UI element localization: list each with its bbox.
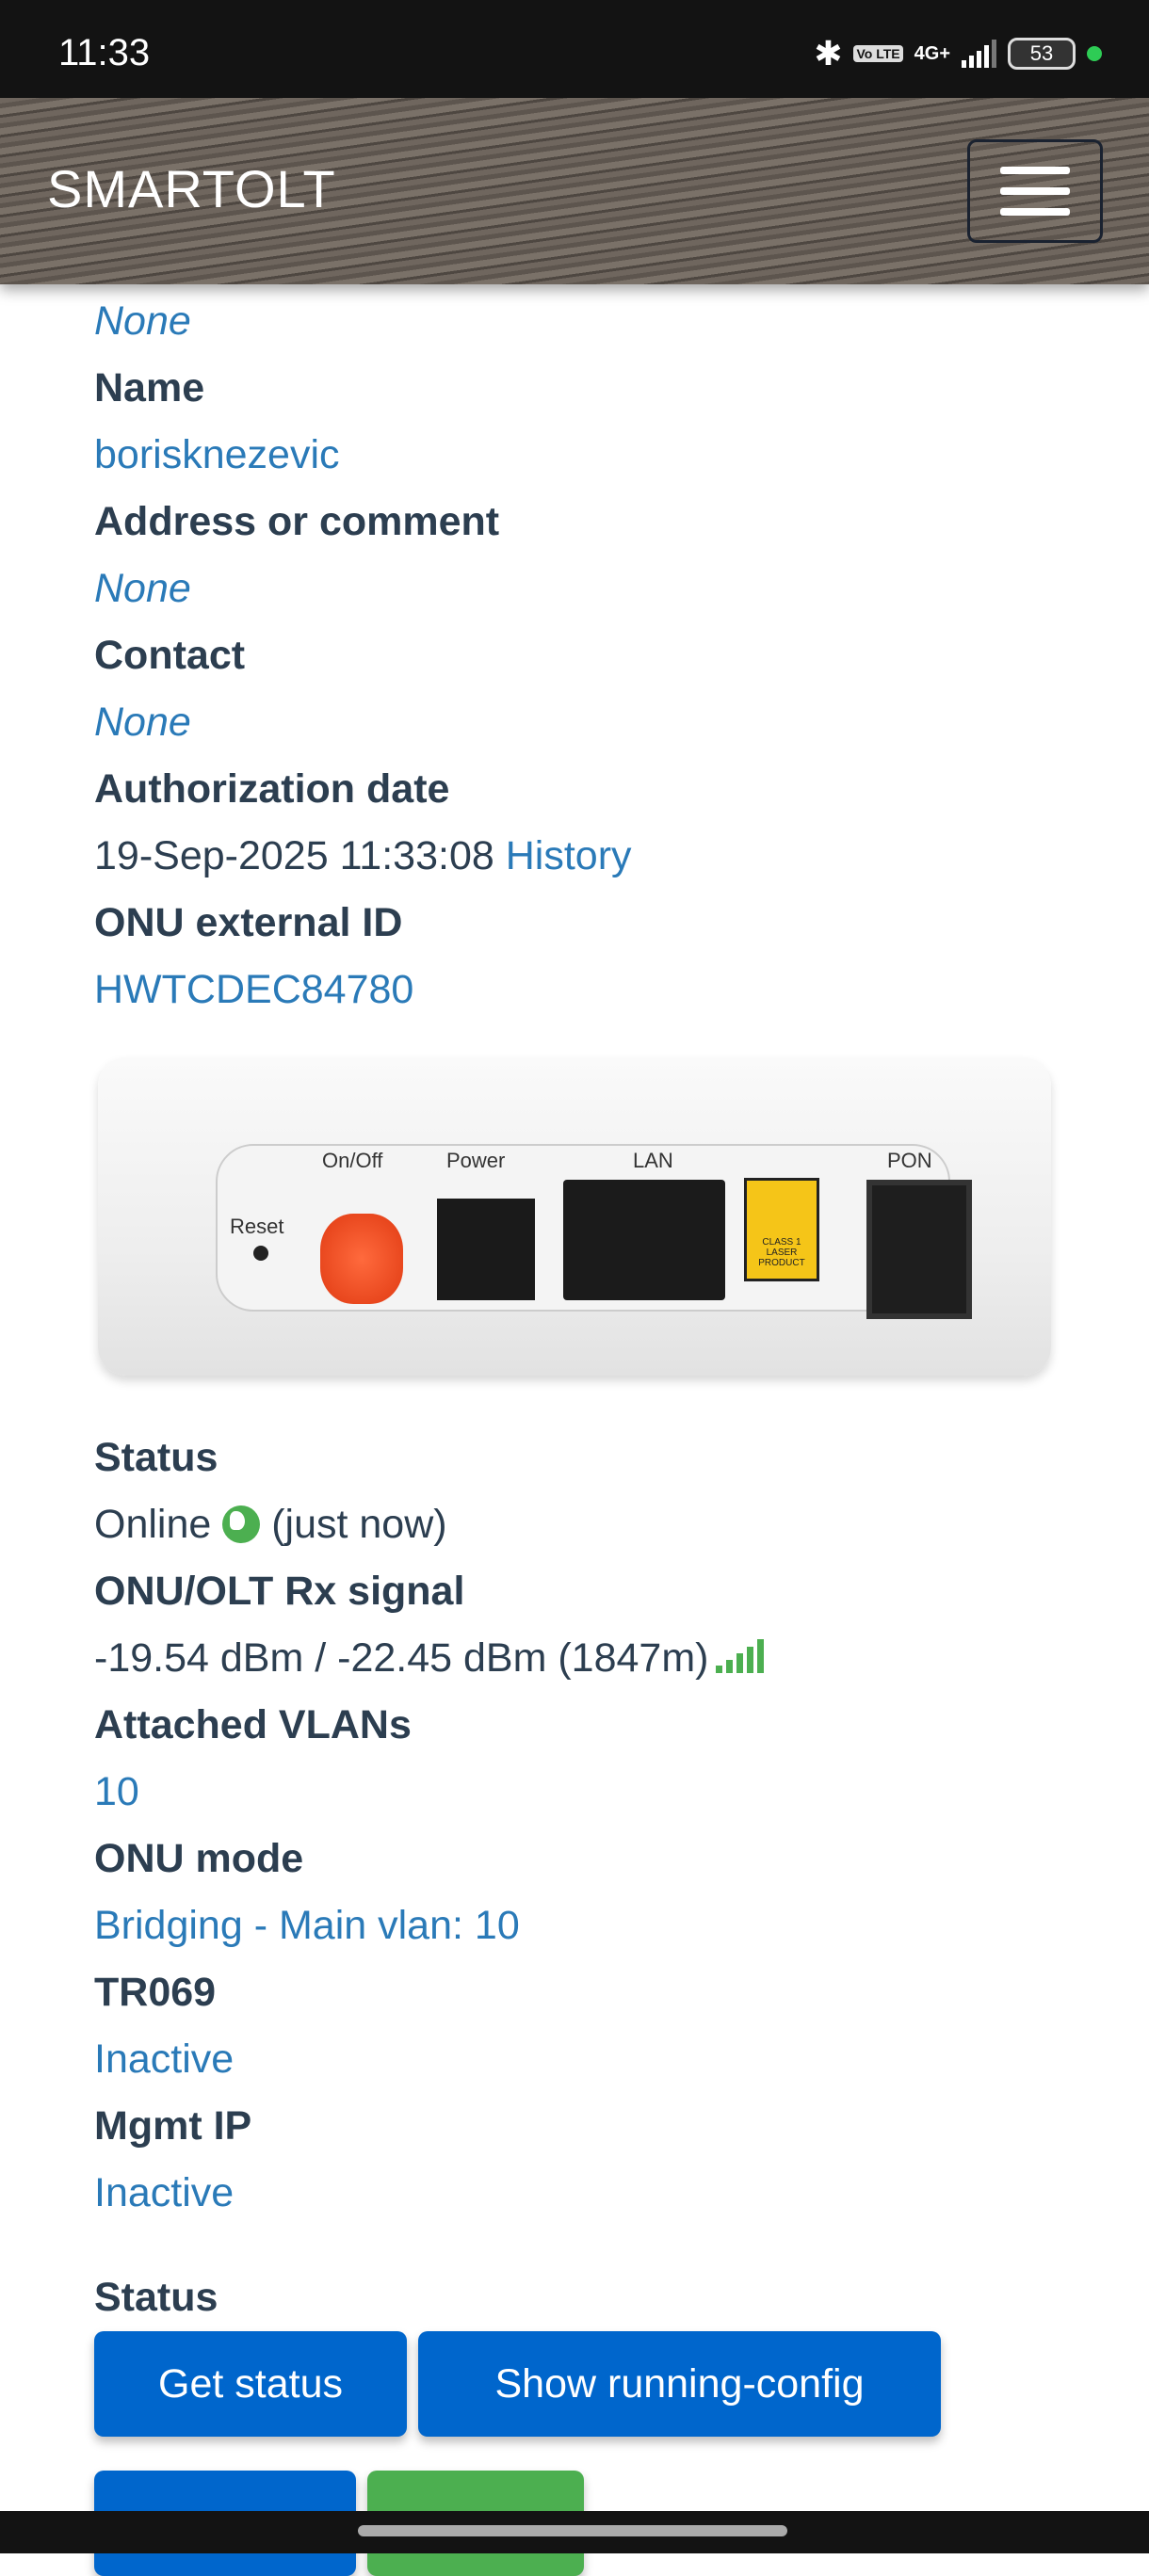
lan-port bbox=[563, 1180, 725, 1300]
power-button-image bbox=[320, 1214, 403, 1304]
field-label-contact: Contact bbox=[94, 633, 246, 678]
bluetooth-icon: ✱ bbox=[814, 34, 843, 72]
tr069-link[interactable]: Inactive bbox=[94, 2037, 235, 2082]
clock: 11:33 bbox=[58, 32, 151, 73]
contact-link[interactable]: None bbox=[94, 700, 191, 745]
field-label-address: Address or comment bbox=[94, 499, 500, 544]
pon-port bbox=[866, 1180, 972, 1319]
status-since: (just now) bbox=[271, 1502, 447, 1547]
field-label-vlans: Attached VLANs bbox=[94, 1702, 412, 1747]
laser-warning-label: CLASS 1 LASER PRODUCT bbox=[744, 1178, 819, 1281]
field-label-status: Status bbox=[94, 1435, 218, 1480]
field-value[interactable]: None bbox=[94, 298, 191, 344]
address-link[interactable]: None bbox=[94, 566, 191, 611]
menu-toggle-button[interactable] bbox=[967, 139, 1103, 243]
battery-icon: 53 bbox=[1008, 38, 1076, 70]
network-type: 4G+ bbox=[914, 42, 950, 64]
field-label-tr069: TR069 bbox=[94, 1970, 217, 2015]
field-label-onu-mode: ONU mode bbox=[94, 1836, 304, 1881]
reset-label: Reset bbox=[230, 1215, 284, 1238]
field-label-mgmt-ip: Mgmt IP bbox=[94, 2103, 252, 2149]
globe-online-icon bbox=[222, 1505, 261, 1543]
status-bar: 11:33 ✱ Vo LTE 4G+ 53 bbox=[0, 0, 1149, 98]
power-label: Power bbox=[446, 1149, 506, 1172]
onu-details: None Name borisknezevic Address or comme… bbox=[94, 288, 1092, 2576]
onu-device-image: Reset On/Off Power LAN CLASS 1 LASER PRO… bbox=[98, 1057, 1051, 1376]
get-status-button[interactable]: Get status bbox=[94, 2331, 407, 2437]
status-section-heading: Status bbox=[94, 2275, 218, 2320]
power-jack bbox=[437, 1199, 535, 1300]
field-label-external-id: ONU external ID bbox=[94, 900, 403, 945]
signal-strength-icon bbox=[716, 1639, 765, 1673]
home-handle[interactable] bbox=[358, 2525, 787, 2536]
pon-label: PON bbox=[887, 1149, 932, 1172]
authorization-date: 19-Sep-2025 11:33:08 bbox=[94, 833, 494, 878]
volte-icon: Vo LTE bbox=[853, 45, 903, 62]
navbar: SMARTOLT bbox=[0, 98, 1149, 284]
vlans-link[interactable]: 10 bbox=[94, 1769, 139, 1814]
onoff-label: On/Off bbox=[322, 1149, 383, 1172]
status-value: Online bbox=[94, 1502, 212, 1547]
cell-signal-icon bbox=[962, 40, 996, 68]
field-label-authorization-date: Authorization date bbox=[94, 766, 450, 812]
field-label-name: Name bbox=[94, 365, 205, 411]
history-link[interactable]: History bbox=[505, 833, 632, 878]
signal-value: -19.54 dBm / -22.45 dBm (1847m) bbox=[94, 1635, 709, 1681]
privacy-indicator-icon bbox=[1087, 46, 1102, 61]
external-id-link[interactable]: HWTCDEC84780 bbox=[94, 967, 414, 1012]
onu-mode-link[interactable]: Bridging - Main vlan: 10 bbox=[94, 1903, 520, 1948]
reset-hole bbox=[253, 1246, 268, 1261]
gesture-bar bbox=[0, 2511, 1149, 2553]
brand-logo[interactable]: SMARTOLT bbox=[47, 159, 336, 218]
lan-label: LAN bbox=[633, 1149, 673, 1172]
field-label-signal: ONU/OLT Rx signal bbox=[94, 1569, 465, 1614]
name-link[interactable]: borisknezevic bbox=[94, 432, 340, 477]
mgmt-ip-link[interactable]: Inactive bbox=[94, 2170, 235, 2215]
show-running-config-button[interactable]: Show running-config bbox=[418, 2331, 941, 2437]
